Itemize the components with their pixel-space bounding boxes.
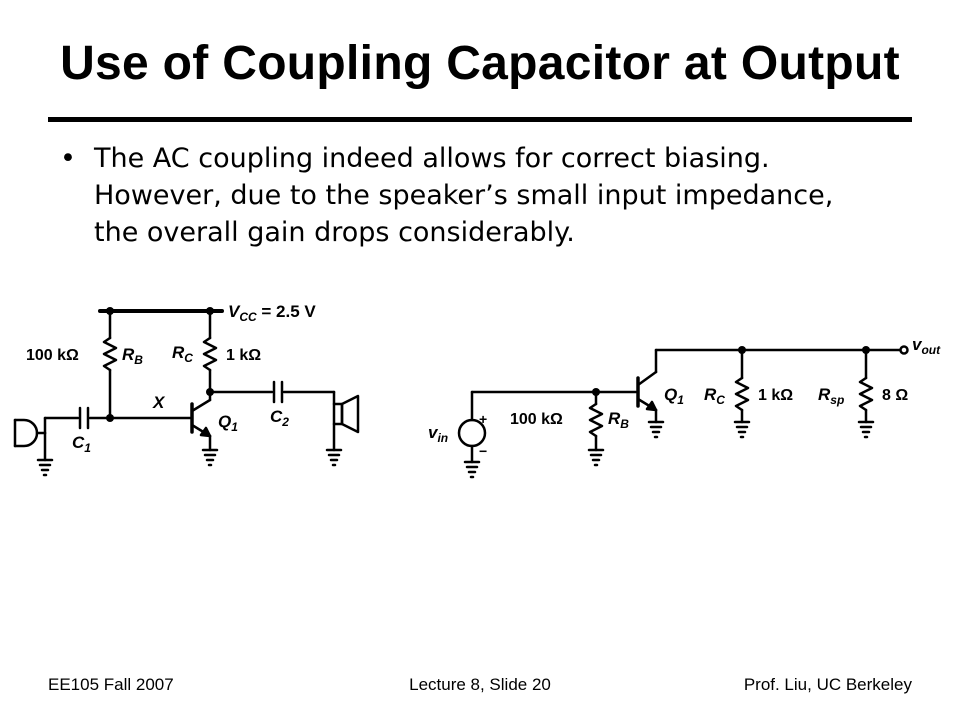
right-circuit	[457, 345, 909, 479]
rsp-value-label: 8 Ω	[882, 387, 908, 404]
junction-dot	[206, 307, 214, 315]
junction-dot	[206, 388, 214, 396]
junction-dot	[862, 346, 870, 354]
q1-transistor-right	[636, 348, 658, 424]
bullet-item: • The AC coupling indeed allows for corr…	[60, 140, 880, 251]
rc-name-label-right: RC	[704, 385, 725, 407]
vcc-label: VCC = 2.5 V	[228, 302, 316, 324]
left-circuit	[13, 309, 360, 477]
vin-label: vin	[428, 423, 448, 445]
rb-name-label: RB	[122, 345, 143, 367]
ground-icon	[857, 420, 875, 439]
footer-lecture: Lecture 8, Slide 20	[409, 675, 551, 694]
q1-label: Q1	[218, 412, 238, 434]
ground-icon	[36, 431, 54, 477]
ground-icon	[587, 448, 605, 467]
q1-label-right: Q1	[664, 385, 684, 407]
ground-icon	[201, 448, 219, 467]
circuit-diagrams: VCC = 2.5 V 100 kΩ RB RC 1 kΩ X Q1 C1 C2…	[13, 302, 941, 479]
bullet-list: • The AC coupling indeed allows for corr…	[60, 140, 880, 251]
rc-resistor	[202, 336, 218, 372]
rb-name-label-right: RB	[608, 409, 629, 431]
junction-dot	[592, 388, 600, 396]
rb-value-label-right: 100 kΩ	[510, 411, 563, 428]
node-x-label: X	[152, 393, 166, 412]
rb-value-label: 100 kΩ	[26, 347, 79, 364]
rc-resistor-right	[734, 376, 750, 412]
junction-dot	[106, 307, 114, 315]
rsp-resistor	[858, 376, 874, 412]
bullet-dot-icon: •	[60, 143, 76, 174]
microphone-icon	[13, 416, 47, 448]
rb-resistor	[102, 336, 118, 372]
junction-dot	[738, 346, 746, 354]
rc-value-label: 1 kΩ	[226, 347, 261, 364]
c2-label: C2	[270, 407, 289, 429]
rsp-name-label: Rsp	[818, 385, 844, 407]
rb-resistor-right	[588, 402, 604, 438]
slide-title: Use of Coupling Capacitor at Output	[60, 37, 900, 90]
ground-icon	[463, 460, 481, 479]
vin-minus-label: −	[479, 443, 487, 459]
vout-label: vout	[912, 335, 941, 357]
rc-name-label: RC	[172, 343, 193, 365]
ground-icon	[647, 420, 665, 439]
ground-icon	[733, 420, 751, 439]
footer-course: EE105 Fall 2007	[48, 675, 174, 694]
ground-icon	[325, 448, 343, 467]
vin-plus-label: +	[479, 411, 487, 427]
rc-value-label-right: 1 kΩ	[758, 387, 793, 404]
bullet-text: The AC coupling indeed allows for correc…	[94, 143, 834, 248]
junction-dot	[106, 414, 114, 422]
title-underline	[48, 117, 912, 122]
c1-label: C1	[72, 433, 91, 455]
speaker-icon	[332, 394, 360, 434]
q1-transistor	[190, 398, 212, 452]
footer-author: Prof. Liu, UC Berkeley	[743, 675, 912, 694]
